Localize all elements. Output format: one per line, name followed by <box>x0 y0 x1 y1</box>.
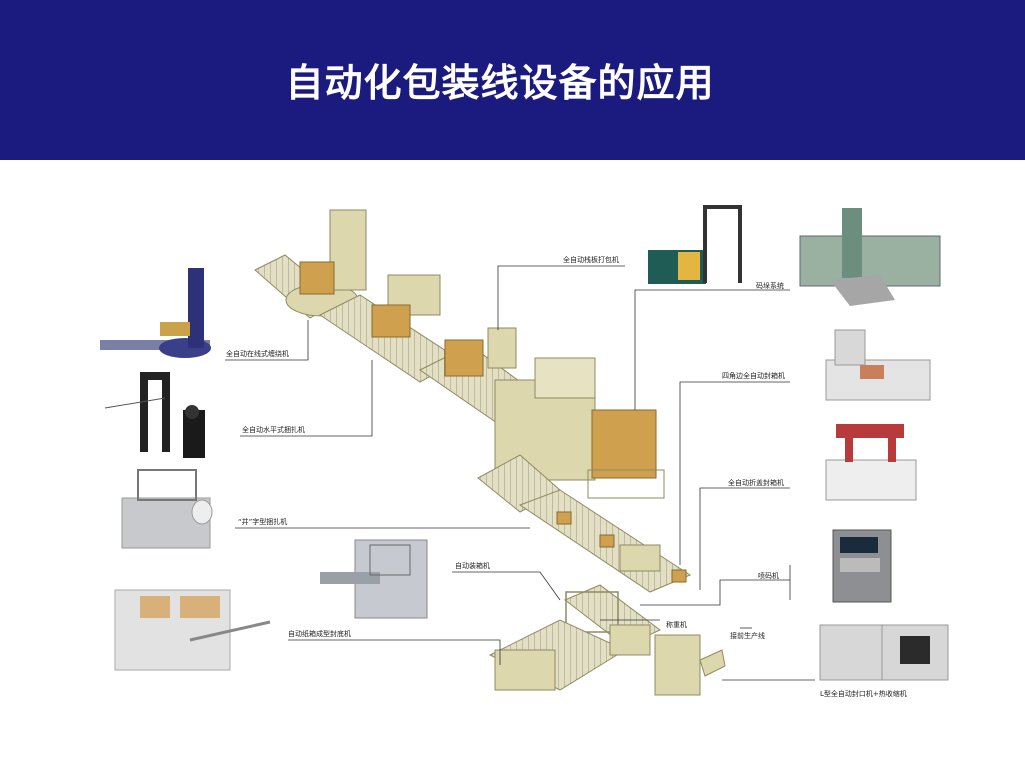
stacked-pallet <box>591 409 657 479</box>
label-upstream-line: 接前生产线 <box>730 631 765 640</box>
label-l-sealer-shrink: L型全自动封口机+热收缩机 <box>820 689 907 698</box>
sealer-unit <box>619 544 661 572</box>
flap-sealer-picture <box>825 424 917 501</box>
pallet-strapper-picture <box>648 205 742 284</box>
carton-box <box>671 569 687 583</box>
wrap-machine-mast <box>329 209 367 291</box>
weigher-unit <box>609 624 651 656</box>
case-packer-picture <box>320 539 428 619</box>
l-sealer-shrink-picture <box>819 624 949 681</box>
label-flap-sealer: 全自动折盖封箱机 <box>728 478 784 487</box>
leader-lines <box>225 265 815 681</box>
case-packer-frame <box>565 591 619 633</box>
label-wrap-machine: 全自动在线式缠绕机 <box>226 349 289 358</box>
packaging-line-diagram: 全自动在线式缠绕机 全自动水平式捆扎机 “井”字型捆扎机 自动纸箱成型封底机 全… <box>100 205 949 698</box>
inkjet-printer-picture <box>832 529 892 603</box>
cross-strapper-picture <box>121 469 213 549</box>
label-case-packer: 自动装箱机 <box>455 561 490 570</box>
control-cabinet <box>487 327 517 369</box>
line-end-unit <box>654 634 701 696</box>
label-four-corner-sealer: 四角边全自动封箱机 <box>722 371 785 380</box>
case-erector-picture <box>114 589 271 671</box>
header-banner <box>0 0 1025 160</box>
label-cross-strapper: “井”字型捆扎机 <box>238 517 287 526</box>
wrap-machine-picture <box>100 268 211 358</box>
label-check-weigher: 称重机 <box>666 620 687 629</box>
label-inkjet-printer: 喷码机 <box>758 571 779 580</box>
carton-box <box>599 534 615 548</box>
label-horizontal-strapper: 全自动水平式捆扎机 <box>242 425 305 434</box>
pallet-box <box>371 304 411 338</box>
pallet-frame <box>587 469 665 499</box>
horizontal-strapper-picture <box>104 372 205 458</box>
carton-box <box>556 511 572 525</box>
palletizer-picture <box>799 208 941 306</box>
pallet-box <box>299 261 335 295</box>
page-title: 自动化包装线设备的应用 <box>285 61 715 105</box>
four-corner-sealer-picture <box>825 329 931 401</box>
central-production-line <box>254 209 726 696</box>
palletizer-tower <box>534 357 596 399</box>
label-palletizer: 码垛系统 <box>756 281 784 290</box>
case-erector-base <box>494 649 556 691</box>
pallet-box <box>444 339 484 377</box>
label-case-erector: 自动纸箱成型封底机 <box>288 629 351 638</box>
conveyor-segment <box>699 649 726 677</box>
label-pallet-strapper: 全自动栈板打包机 <box>563 255 619 264</box>
